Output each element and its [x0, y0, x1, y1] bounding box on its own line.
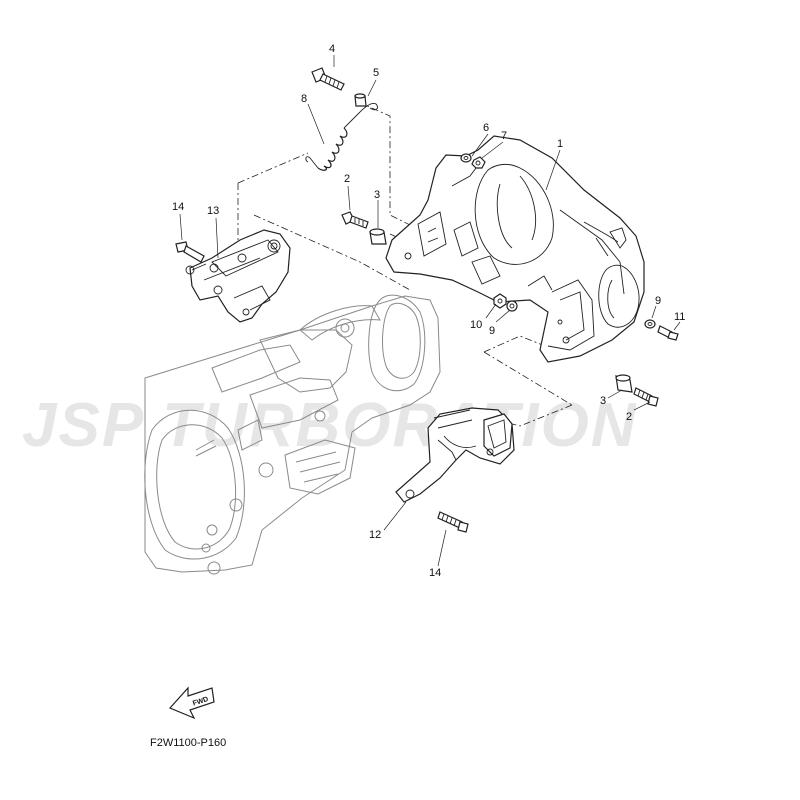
callout-numbers: 4 5 8 6 7 1 2 3 14 13 9 11 10 9 3 2 12 1… [172, 43, 685, 579]
callout-11: 11 [674, 311, 685, 323]
intermediate-housing-part-1 [385, 135, 645, 363]
callout-1: 1 [557, 138, 563, 150]
callout-3-lower: 3 [600, 395, 606, 407]
callout-14-upper: 14 [172, 201, 184, 213]
washer-part-9-right [644, 319, 656, 329]
collar-part-5 [354, 93, 367, 107]
bolt-part-14-upper [175, 241, 207, 275]
callout-7: 7 [501, 130, 507, 142]
collar-part-3-lower [615, 374, 633, 393]
leader-lines [179, 55, 681, 567]
engine-block-ghost [144, 294, 441, 575]
callout-14-lower: 14 [429, 567, 441, 579]
bolt-part-4 [311, 67, 345, 91]
callout-8: 8 [301, 93, 307, 105]
callout-5: 5 [373, 67, 379, 79]
callout-6: 6 [483, 122, 489, 134]
collar-part-3-upper [369, 228, 387, 245]
washer-part-9-middle [506, 300, 518, 312]
callout-12: 12 [369, 529, 381, 541]
callout-10: 10 [470, 319, 482, 331]
fwd-label: FWD [192, 696, 209, 708]
callout-2-lower: 2 [626, 411, 632, 423]
callout-13: 13 [207, 205, 219, 217]
bolt-part-2-upper [341, 211, 369, 229]
callout-9-right: 9 [655, 295, 661, 307]
forward-arrow-icon: FWD [168, 686, 215, 720]
callout-3-upper: 3 [374, 189, 380, 201]
diagram-code: F2W1100-P160 [150, 737, 226, 749]
stud-bolt-part-11 [657, 325, 679, 341]
nut-part-10 [493, 293, 507, 309]
bracket-part-12 [395, 407, 515, 503]
bracket-part-13 [189, 229, 291, 323]
callout-9-middle: 9 [489, 325, 495, 337]
callout-4: 4 [329, 43, 335, 55]
bolt-part-2-lower [633, 387, 659, 407]
nut-part-7 [471, 156, 486, 169]
spring-part-8 [305, 103, 379, 171]
callout-2-upper: 2 [344, 173, 350, 185]
watermark-text: JSP TURBORATION [22, 391, 638, 460]
bolt-part-14-lower [437, 511, 469, 533]
washer-part-6 [460, 153, 472, 163]
